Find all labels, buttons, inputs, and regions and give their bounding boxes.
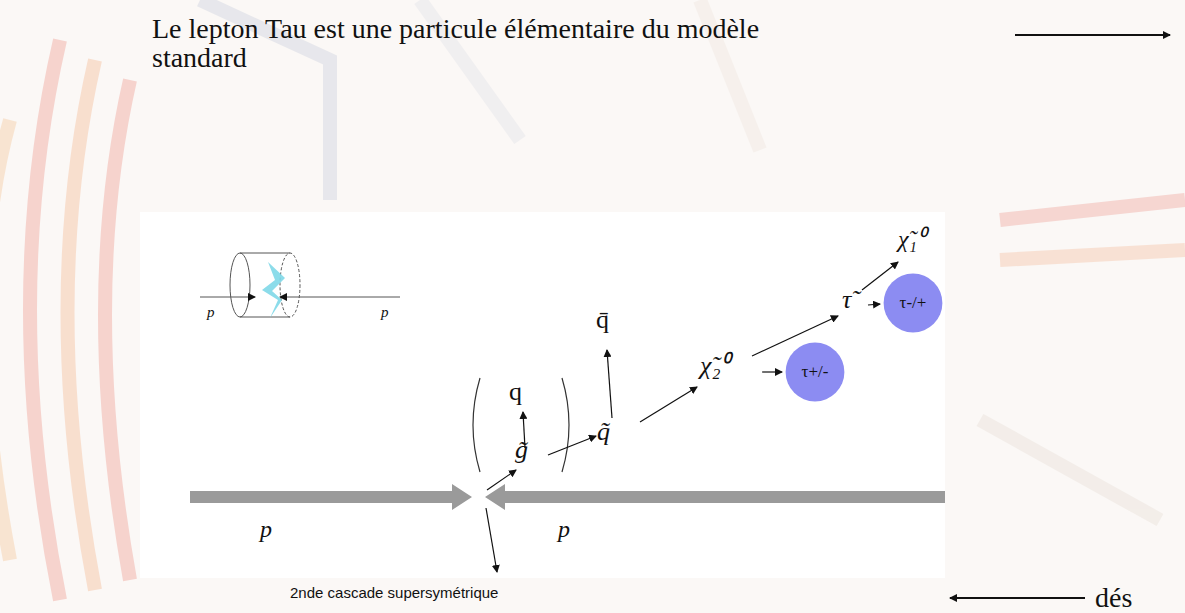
beam-label: p [260, 516, 272, 542]
beam-label: p [381, 304, 389, 321]
particle-label: τ̃ [842, 286, 851, 315]
particle-label: χ̃₂⁰ [700, 352, 729, 381]
slide-title: Le lepton Tau est une particule élémenta… [152, 14, 762, 73]
beam-label: p [558, 516, 570, 542]
particle-label: χ̃₁⁰ [898, 226, 925, 252]
tau-circle: τ-/+ [883, 273, 943, 333]
particle-label: q̄ [596, 306, 609, 335]
cut-text: dés [1095, 583, 1132, 613]
beam-label: p [207, 304, 215, 321]
cascade-note: 2nde cascade supersymétrique [290, 585, 498, 602]
tau-circle: τ+/- [785, 342, 845, 402]
particle-label: τ+/- [802, 362, 829, 382]
particle-label: q [509, 378, 522, 407]
particle-label: g̃ [515, 436, 528, 465]
particle-label: q̃ [597, 418, 610, 447]
particle-label: τ-/+ [900, 293, 927, 313]
